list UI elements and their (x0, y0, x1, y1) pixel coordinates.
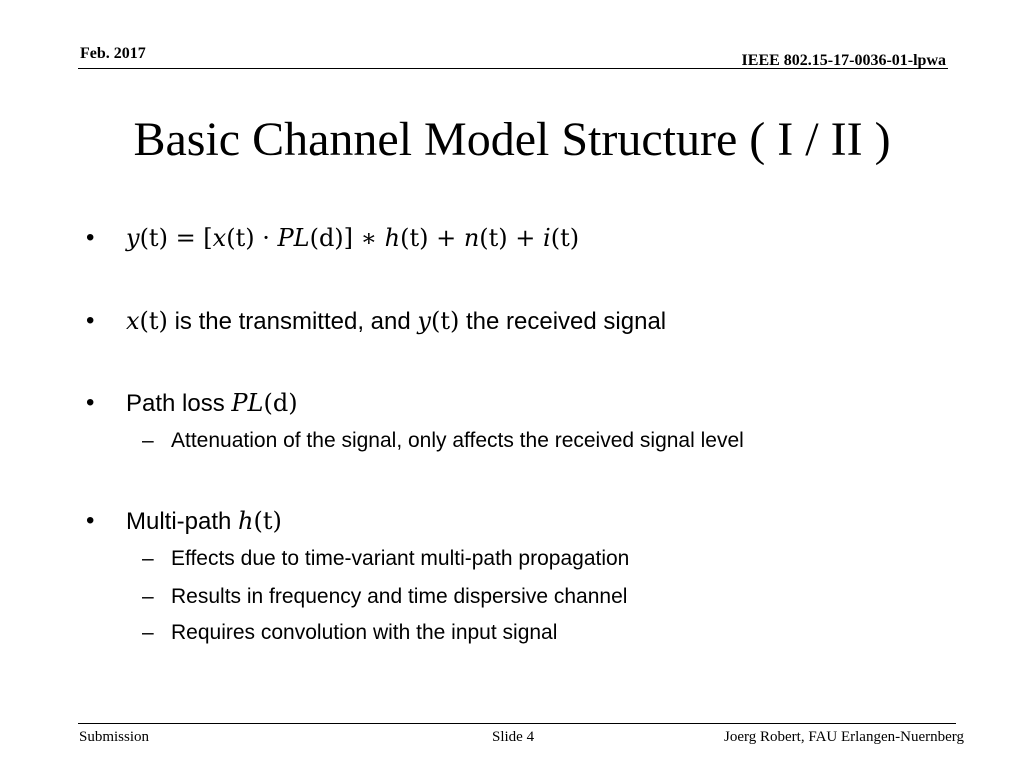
sub-bullet-text: Requires convolution with the input sign… (171, 621, 558, 644)
footer-slide-number: Slide 4 (492, 729, 535, 745)
bullet-text: x(t) is the transmitted, and y(t) the re… (126, 307, 667, 335)
header-date: Feb. 2017 (80, 45, 146, 62)
header-document-id: IEEE 802.15-17-0036-01-lpwa (741, 52, 946, 69)
header-divider (78, 68, 948, 69)
footer-divider (78, 723, 956, 724)
sub-bullet-text: Results in frequency and time dispersive… (171, 585, 628, 608)
bullet-marker: • (86, 389, 95, 416)
sub-bullet-marker: – (142, 547, 154, 570)
slide-title: Basic Channel Model Structure ( I / II ) (133, 113, 891, 166)
bullet-marker: • (86, 307, 95, 334)
sub-bullet-marker: – (142, 621, 154, 644)
sub-bullet-marker: – (142, 429, 154, 452)
bullet-marker: • (86, 224, 95, 251)
bullet-text: Multi-path h(t) (126, 507, 282, 535)
equation: y(t) = [x(t) · PL(d)] ∗ h(t) + n(t) + i(… (126, 224, 580, 252)
sub-bullet-text: Attenuation of the signal, only affects … (171, 429, 744, 452)
bullet-marker: • (86, 507, 95, 534)
sub-bullet-marker: – (142, 585, 154, 608)
footer-author: Joerg Robert, FAU Erlangen-Nuernberg (724, 729, 964, 745)
sub-bullet-text: Effects due to time-variant multi-path p… (171, 547, 630, 570)
footer-submission: Submission (79, 729, 150, 745)
bullet-text: Path loss PL(d) (126, 389, 298, 417)
